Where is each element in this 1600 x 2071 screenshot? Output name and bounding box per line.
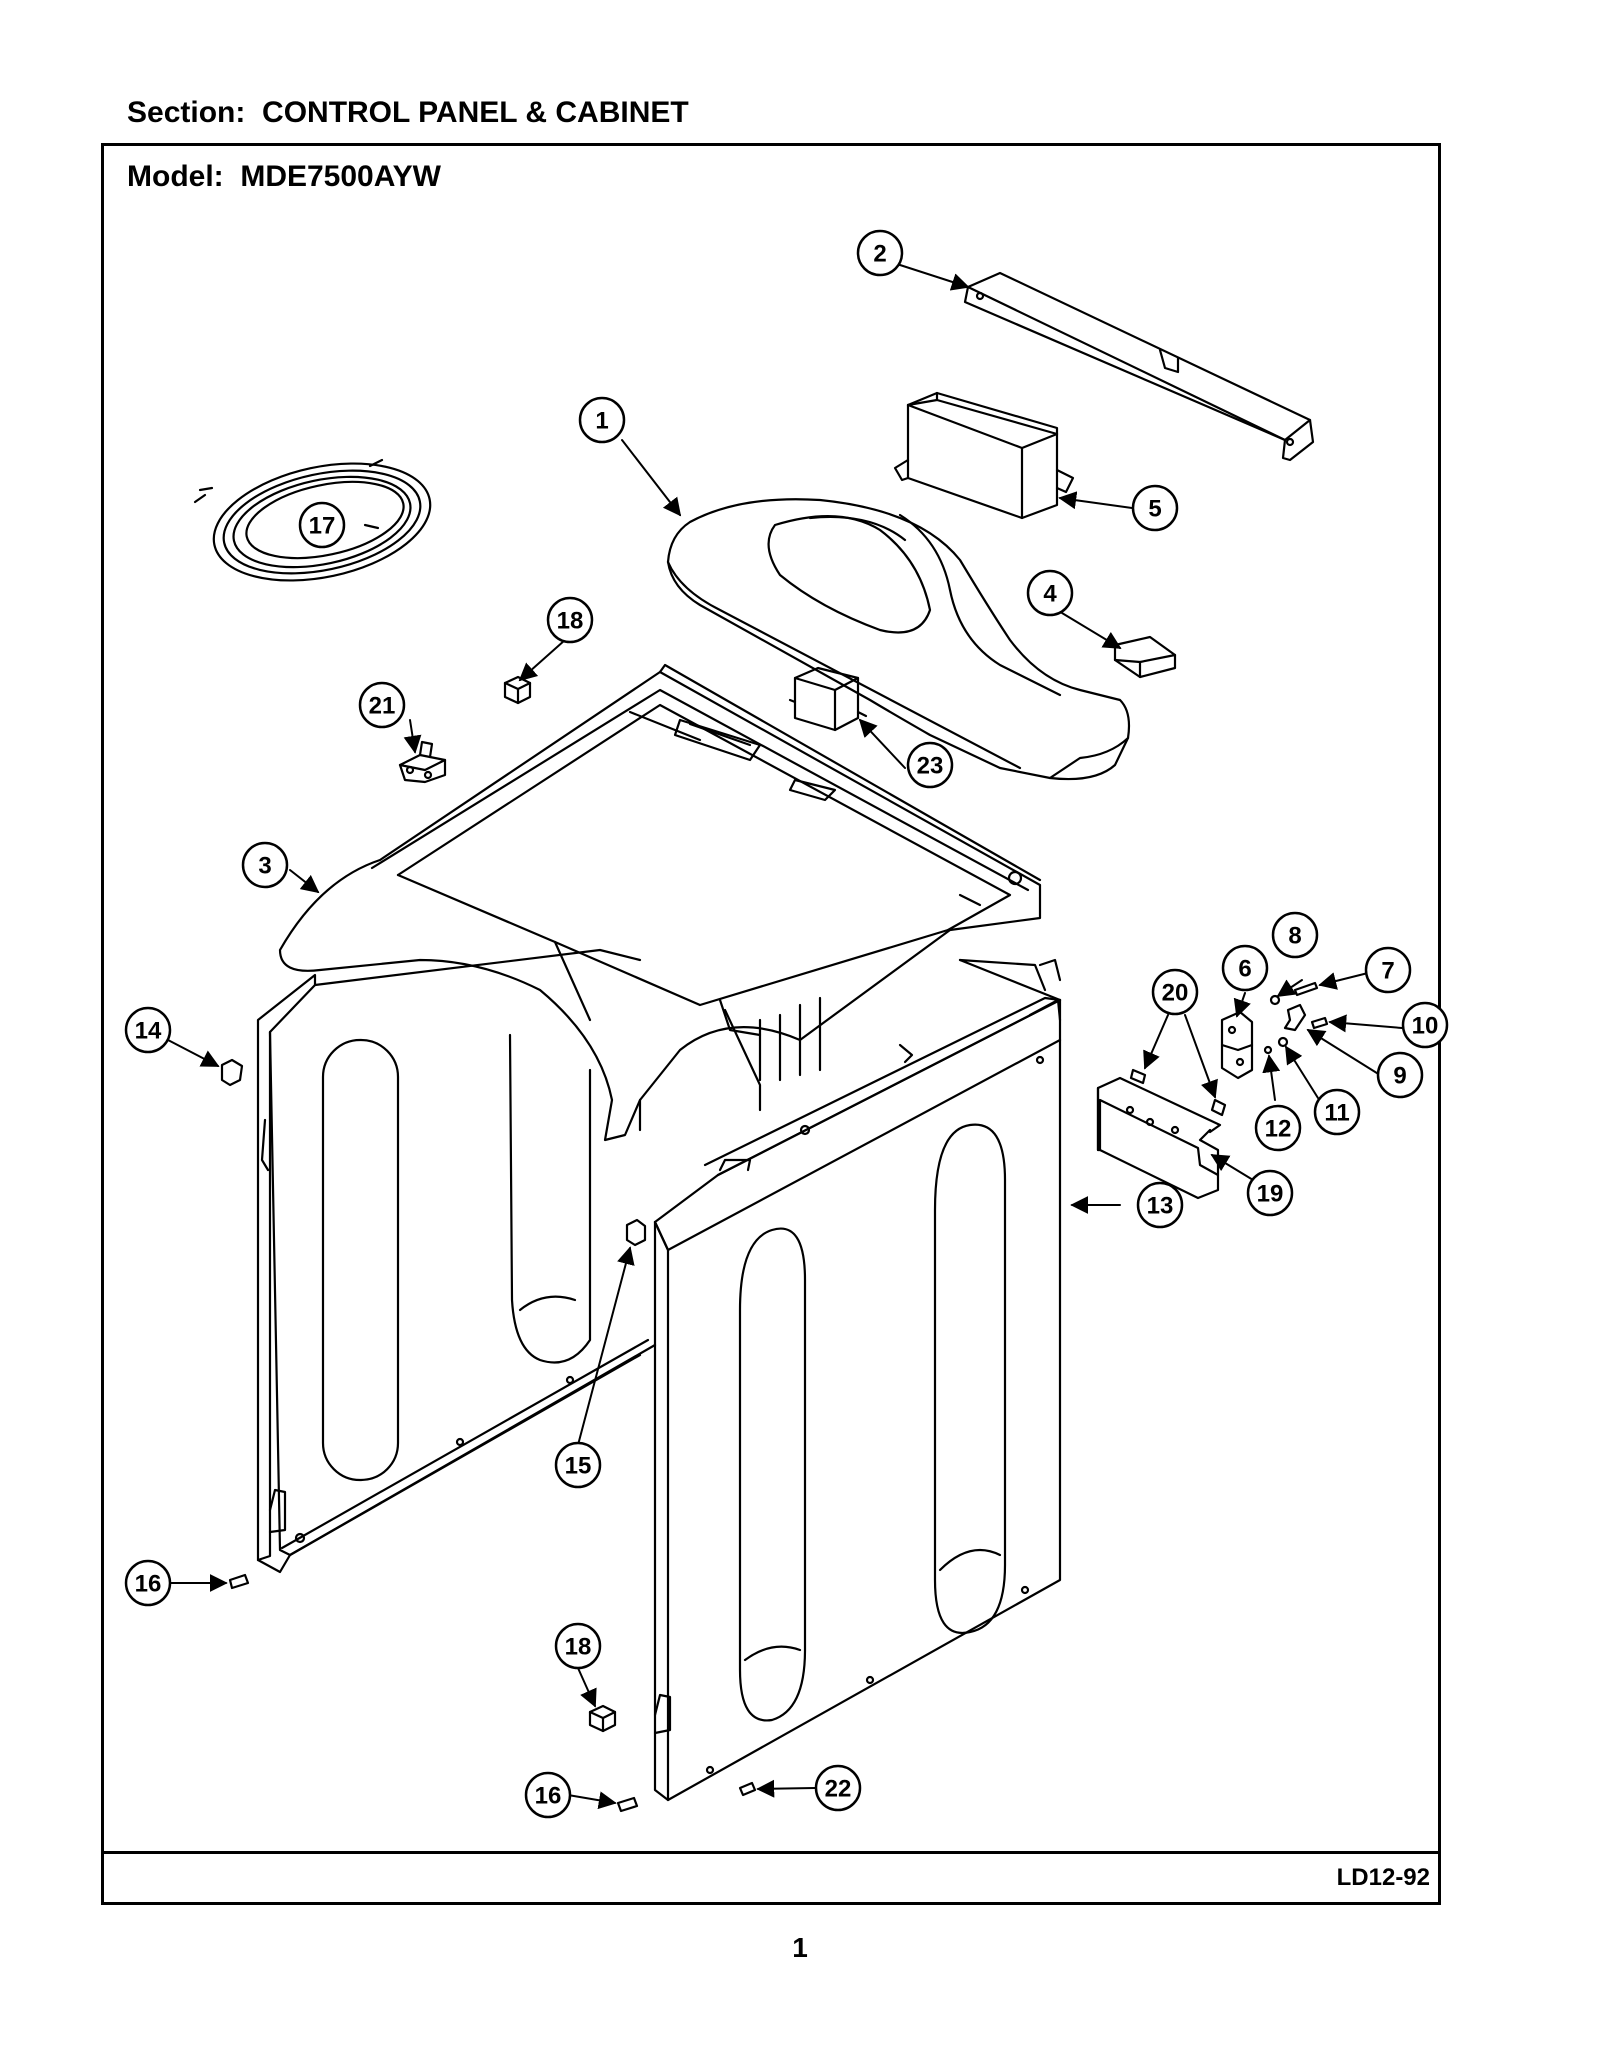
- callout-4-circle: [1026, 569, 1074, 617]
- bracket-part-19: [1096, 1076, 1222, 1200]
- callout-9-circle: [1376, 1051, 1424, 1099]
- callout-11-label: 11: [1324, 1100, 1349, 1127]
- hardware-part-9: [1283, 1003, 1307, 1032]
- clip-part-18-lower: [588, 1704, 617, 1733]
- callout-labels: 1 2 3 4 5 6 7 8 9 10 11 12 13 14 15 16 1…: [135, 241, 1439, 1810]
- screw-part-22: [738, 1781, 757, 1797]
- callout-10-circle: [1401, 1001, 1449, 1049]
- hardware-part-11: [1277, 1036, 1289, 1048]
- callout-5-circle: [1131, 484, 1179, 532]
- callout-13-label: 13: [1147, 1193, 1174, 1220]
- section-label: Section:: [127, 96, 246, 129]
- callout-15-label: 15: [565, 1453, 592, 1480]
- hardware-part-8: [1269, 994, 1281, 1006]
- cabinet-right-side-panel: [653, 996, 1062, 1802]
- cabinet-rear-part: [718, 958, 1062, 1136]
- callout-15-circle: [554, 1441, 602, 1489]
- callout-17-circle: [298, 501, 346, 549]
- callout-11-circle: [1313, 1088, 1361, 1136]
- callout-2-label: 2: [873, 241, 886, 268]
- callout-16a-label: 16: [135, 1571, 162, 1598]
- callout-10-label: 10: [1412, 1013, 1439, 1040]
- hardware-part-10: [1310, 1016, 1329, 1030]
- callout-21-circle: [358, 681, 406, 729]
- callout-18b-label: 18: [565, 1634, 592, 1661]
- callout-16a-circle: [124, 1559, 172, 1607]
- clip-part-18-upper: [503, 675, 532, 705]
- screw-part-16-lower: [616, 1796, 639, 1813]
- callout-19-label: 19: [1257, 1181, 1284, 1208]
- callout-9-label: 9: [1393, 1063, 1406, 1090]
- callout-3-circle: [241, 841, 289, 889]
- callout-3-label: 3: [258, 853, 271, 880]
- box-component-part-23: [788, 666, 868, 732]
- callout-8-circle: [1271, 911, 1319, 959]
- screw-part-16-upper: [228, 1573, 250, 1590]
- callout-21-label: 21: [369, 693, 396, 720]
- screw-part-20b: [1210, 1098, 1227, 1117]
- callout-2-circle: [856, 229, 904, 277]
- callout-7-circle: [1364, 946, 1412, 994]
- callout-leaders: [167, 264, 1403, 1810]
- callout-6-circle: [1221, 944, 1269, 992]
- drawing-id: LD12-92: [1336, 1864, 1430, 1891]
- model-title: Model: MDE7500AYW: [127, 160, 441, 194]
- section-name: CONTROL PANEL & CABINET: [262, 96, 689, 129]
- callout-16b-label: 16: [535, 1783, 562, 1810]
- model-label: Model:: [127, 160, 224, 193]
- control-box-part: [893, 391, 1075, 520]
- power-cord-part: [193, 458, 432, 582]
- callout-20-circle: [1151, 968, 1199, 1016]
- callout-23-circle: [906, 741, 954, 789]
- callout-1-label: 1: [595, 408, 608, 435]
- cabinet-top-part: [278, 663, 1042, 1142]
- callout-20-label: 20: [1162, 980, 1189, 1007]
- latch-part-6: [1220, 1010, 1254, 1080]
- callout-14-circle: [124, 1006, 172, 1054]
- callout-1-circle: [578, 396, 626, 444]
- callout-12-label: 12: [1265, 1116, 1292, 1143]
- callout-18b-circle: [554, 1622, 602, 1670]
- cabinet-left-side-panel: [256, 948, 657, 1574]
- model-number: MDE7500AYW: [240, 160, 441, 193]
- footer-divider: [101, 1851, 1441, 1854]
- callout-markers: [124, 229, 1449, 1819]
- switch-part-21: [398, 740, 447, 784]
- callout-18a-label: 18: [557, 608, 584, 635]
- callout-17-label: 17: [309, 513, 336, 540]
- callout-13-circle: [1136, 1181, 1184, 1229]
- bracket-part-4: [1113, 635, 1177, 679]
- section-title: Section: CONTROL PANEL & CABINET: [127, 96, 689, 130]
- callout-4-label: 4: [1043, 581, 1057, 608]
- callout-6-label: 6: [1238, 956, 1251, 983]
- callout-16b-circle: [524, 1771, 572, 1819]
- control-panel-rail-part: [963, 271, 1315, 462]
- control-panel-console-part: [666, 498, 1131, 781]
- callout-5-label: 5: [1148, 496, 1161, 523]
- screw-part-20a: [1129, 1068, 1147, 1085]
- callout-23-label: 23: [917, 753, 944, 780]
- callout-22-circle: [814, 1764, 862, 1812]
- hardware-part-12: [1263, 1045, 1273, 1055]
- hardware-part-7: [1293, 981, 1319, 997]
- clip-part-15: [625, 1218, 647, 1247]
- callout-7-label: 7: [1381, 958, 1394, 985]
- callout-14-label: 14: [135, 1018, 162, 1045]
- callout-19-circle: [1246, 1169, 1294, 1217]
- callout-18a-circle: [546, 596, 594, 644]
- clip-part-14: [220, 1058, 244, 1087]
- callout-22-label: 22: [825, 1776, 852, 1803]
- callout-8-label: 8: [1288, 923, 1301, 950]
- callout-12-circle: [1254, 1104, 1302, 1152]
- page-number: 1: [792, 1932, 808, 1963]
